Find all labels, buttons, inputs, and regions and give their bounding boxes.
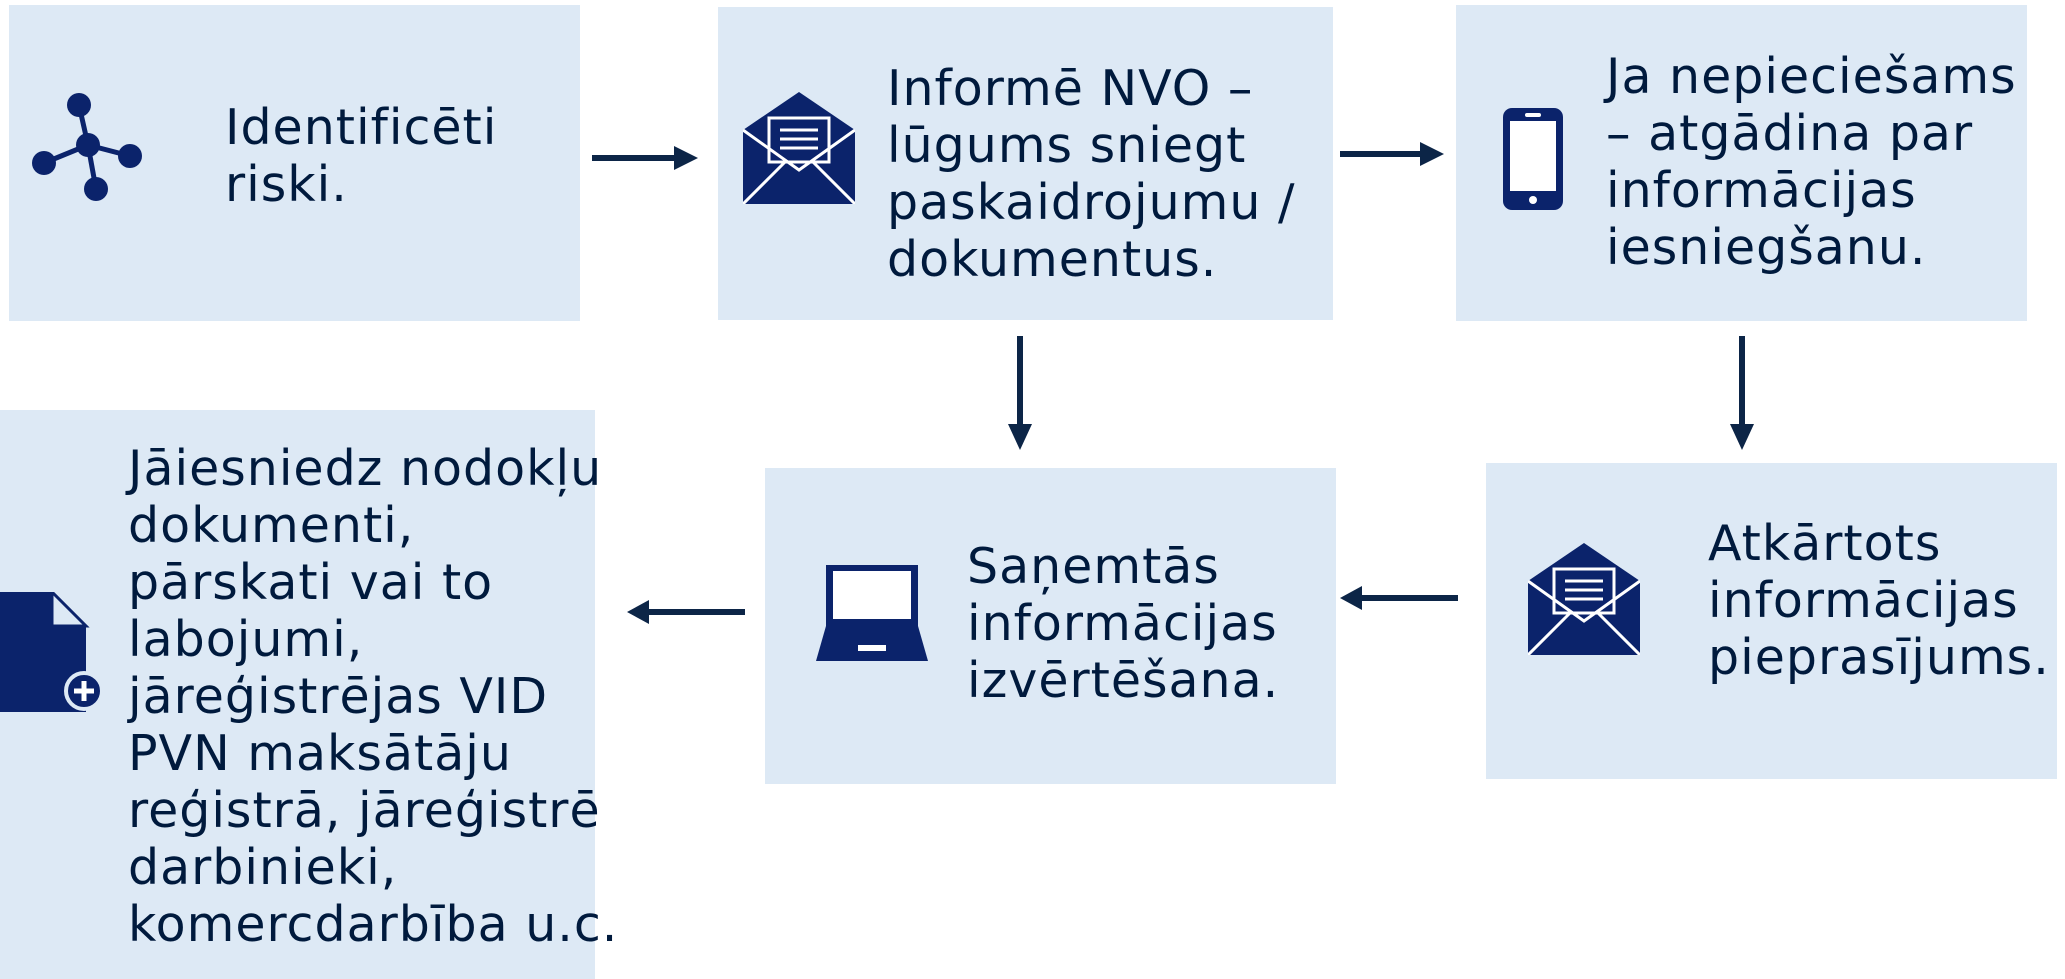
step-reminder-text: Ja nepieciešams – atgādina par informāci… bbox=[1606, 48, 2017, 276]
arrow-risks-to-inform bbox=[592, 144, 698, 172]
step-identified-risks-text: Identificēti riski. bbox=[225, 99, 498, 213]
step-evaluation-text: Saņemtās informācijas izvērtēšana. bbox=[967, 538, 1280, 709]
add-document-icon bbox=[0, 592, 104, 714]
arrow-evaluation-to-outcome bbox=[627, 598, 745, 626]
arrow-inform-to-evaluation bbox=[1007, 336, 1033, 450]
step-repeated-request-text: Atkārtots informācijas pieprasījums. bbox=[1708, 515, 2050, 686]
mobile-phone-icon bbox=[1503, 108, 1563, 210]
arrow-reminder-to-repeated bbox=[1729, 336, 1755, 450]
arrow-repeated-to-evaluation bbox=[1340, 584, 1458, 612]
network-nodes-icon bbox=[30, 88, 148, 208]
step-identified-risks-box bbox=[9, 5, 580, 321]
envelope-icon bbox=[1528, 543, 1640, 655]
step-outcome-text: Jāiesniedz nodokļu dokumenti, pārskati v… bbox=[128, 440, 619, 953]
envelope-icon bbox=[743, 92, 855, 204]
step-inform-ngo-text: Informē NVO – lūgums sniegt paskaidrojum… bbox=[887, 60, 1296, 288]
laptop-icon bbox=[816, 565, 928, 661]
arrow-inform-to-reminder bbox=[1340, 140, 1444, 168]
